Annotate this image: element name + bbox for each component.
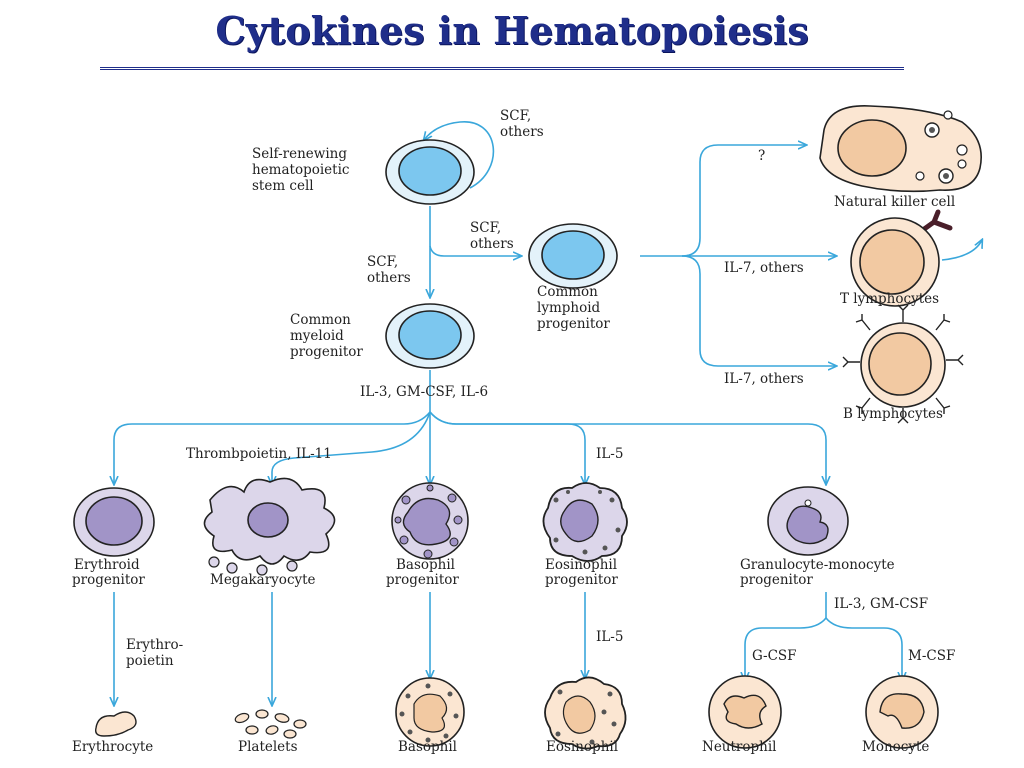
- labels: Self-renewing hematopoietic stem cell SC…: [72, 108, 955, 755]
- common-lymphoid-label: Common lymphoid progenitor: [537, 284, 610, 332]
- il5-top-label: IL-5: [596, 446, 623, 462]
- natural-killer-cell: [819, 105, 982, 193]
- basophil-progenitor-label: Basophil progenitor: [386, 557, 459, 588]
- granulocyte-monocyte-progenitor-cell: [767, 486, 849, 556]
- common-lymphoid-progenitor-cell: [528, 223, 618, 289]
- platelets-cells: [234, 709, 307, 739]
- monocyte-cell: [865, 675, 939, 749]
- il3-gm-label: IL-3, GM-CSF: [834, 596, 928, 612]
- eosinophil-cell: [544, 676, 627, 750]
- neutrophil-cell: [708, 675, 782, 749]
- scf-left-label: SCF, others: [367, 254, 411, 286]
- eosinophil-label: Eosinophil: [546, 739, 618, 755]
- page-title: Cytokines in Hematopoiesis: [215, 8, 809, 53]
- scf-mid-label: SCF, others: [470, 220, 514, 252]
- to-nk-arrow: [681, 145, 806, 257]
- arrows: [114, 121, 982, 705]
- stem-cell-label: Self-renewing hematopoietic stem cell: [252, 146, 354, 194]
- stem-cell: [385, 139, 475, 205]
- branch-gm: [429, 411, 826, 484]
- erythropoietin-label: Erythro- poietin: [126, 637, 188, 669]
- nk-question-label: ?: [758, 148, 765, 164]
- self-renew-arrow: [424, 121, 495, 189]
- to-b-arrow: [681, 255, 836, 366]
- nk-cell-label: Natural killer cell: [834, 194, 955, 210]
- il7-b-label: IL-7, others: [724, 371, 804, 387]
- gm-progenitor-label: Granulocyte-monocyte progenitor: [740, 557, 899, 588]
- thrombopoietin-label: Thrombpoietin, IL-11: [186, 446, 332, 462]
- title-underline: [100, 67, 904, 70]
- common-myeloid-label: Common myeloid progenitor: [290, 312, 363, 360]
- il3-main-label: IL-3, GM-CSF, IL-6: [360, 384, 488, 400]
- common-myeloid-progenitor-cell: [385, 303, 475, 369]
- stem-to-lymphoid-arrow: [429, 245, 521, 256]
- il5-bottom-label: IL-5: [596, 629, 623, 645]
- gcsf-label: G-CSF: [752, 648, 797, 664]
- b-lymphocytes-label: B lymphocytes: [843, 406, 943, 422]
- b-lymphocyte-cell: [842, 304, 964, 424]
- eosinophil-progenitor-cell: [542, 482, 628, 562]
- megakaryocyte-cell: [203, 477, 336, 576]
- mcsf-label: M-CSF: [908, 648, 955, 664]
- branch-megakaryocyte: [272, 411, 431, 484]
- platelets-label: Platelets: [238, 739, 298, 755]
- erythrocyte-cell: [94, 711, 137, 737]
- basophil-label: Basophil: [398, 739, 457, 755]
- monocyte-label: Monocyte: [862, 739, 929, 755]
- to-monocyte-arrow: [825, 617, 902, 680]
- erythroid-progenitor-cell: [73, 487, 155, 557]
- to-neutrophil-arrow: [745, 617, 827, 680]
- erythroid-progenitor-label: Erythroid progenitor: [72, 557, 145, 588]
- t-cell-curl: [941, 240, 982, 261]
- megakaryocyte-label: Megakaryocyte: [210, 572, 316, 588]
- t-lymphocyte-cell: [850, 209, 953, 307]
- il7-t-label: IL-7, others: [724, 260, 804, 276]
- branch-eosinophil: [429, 411, 585, 484]
- basophil-progenitor-cell: [391, 482, 469, 560]
- neutrophil-label: Neutrophil: [702, 739, 776, 755]
- branch-erythroid: [114, 411, 431, 484]
- erythrocyte-label: Erythrocyte: [72, 739, 153, 755]
- eosinophil-progenitor-label: Eosinophil progenitor: [545, 557, 621, 588]
- basophil-cell: [395, 677, 465, 747]
- scf-top-label: SCF, others: [500, 108, 544, 140]
- t-lymphocytes-label: T lymphocytes: [840, 291, 939, 307]
